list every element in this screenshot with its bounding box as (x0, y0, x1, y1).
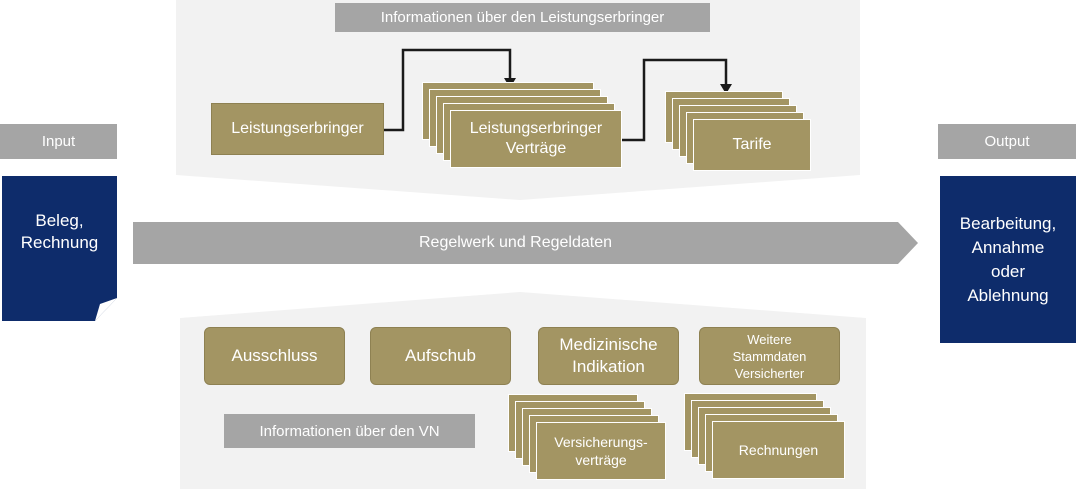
output-label: Output (938, 124, 1076, 159)
deferral-box: Aufschub (370, 327, 511, 385)
policies-box: Versicherungs- verträge (536, 422, 666, 480)
contracts-stack: Leistungserbringer Verträge (422, 82, 624, 170)
input-document-fold (95, 298, 117, 321)
connector-contracts-to-tariffs (622, 58, 728, 142)
tariffs-box: Tarife (693, 119, 811, 171)
bottom-panel-title: Informationen über den VN (224, 414, 475, 448)
output-result-box: Bearbeitung, Annahme oder Ablehnung (940, 176, 1076, 343)
input-document-shape (2, 176, 117, 321)
tariffs-stack: Tarife (665, 91, 813, 171)
rules-arrow-label: Regelwerk und Regeldaten (418, 234, 612, 251)
invoices-stack: Rechnungen (684, 393, 845, 479)
rules-arrow-shape (133, 222, 918, 264)
top-panel-title: Informationen über den Leistungserbringe… (335, 3, 710, 32)
arrowhead-tariffs (720, 84, 732, 94)
policies-stack: Versicherungs- verträge (508, 394, 666, 480)
input-label: Input (0, 124, 117, 159)
medical-indication-box: Medizinische Indikation (538, 327, 679, 385)
contracts-box: Leistungserbringer Verträge (450, 110, 622, 168)
invoices-box: Rechnungen (712, 421, 845, 479)
connector-provider-to-contracts (384, 48, 512, 132)
exclusion-box: Ausschluss (204, 327, 345, 385)
insured-master-data-box: Weitere Stammdaten Versicherter (699, 327, 840, 385)
input-document-text: Beleg, Rechnung (20, 211, 99, 252)
provider-box: Leistungserbringer (211, 103, 384, 155)
